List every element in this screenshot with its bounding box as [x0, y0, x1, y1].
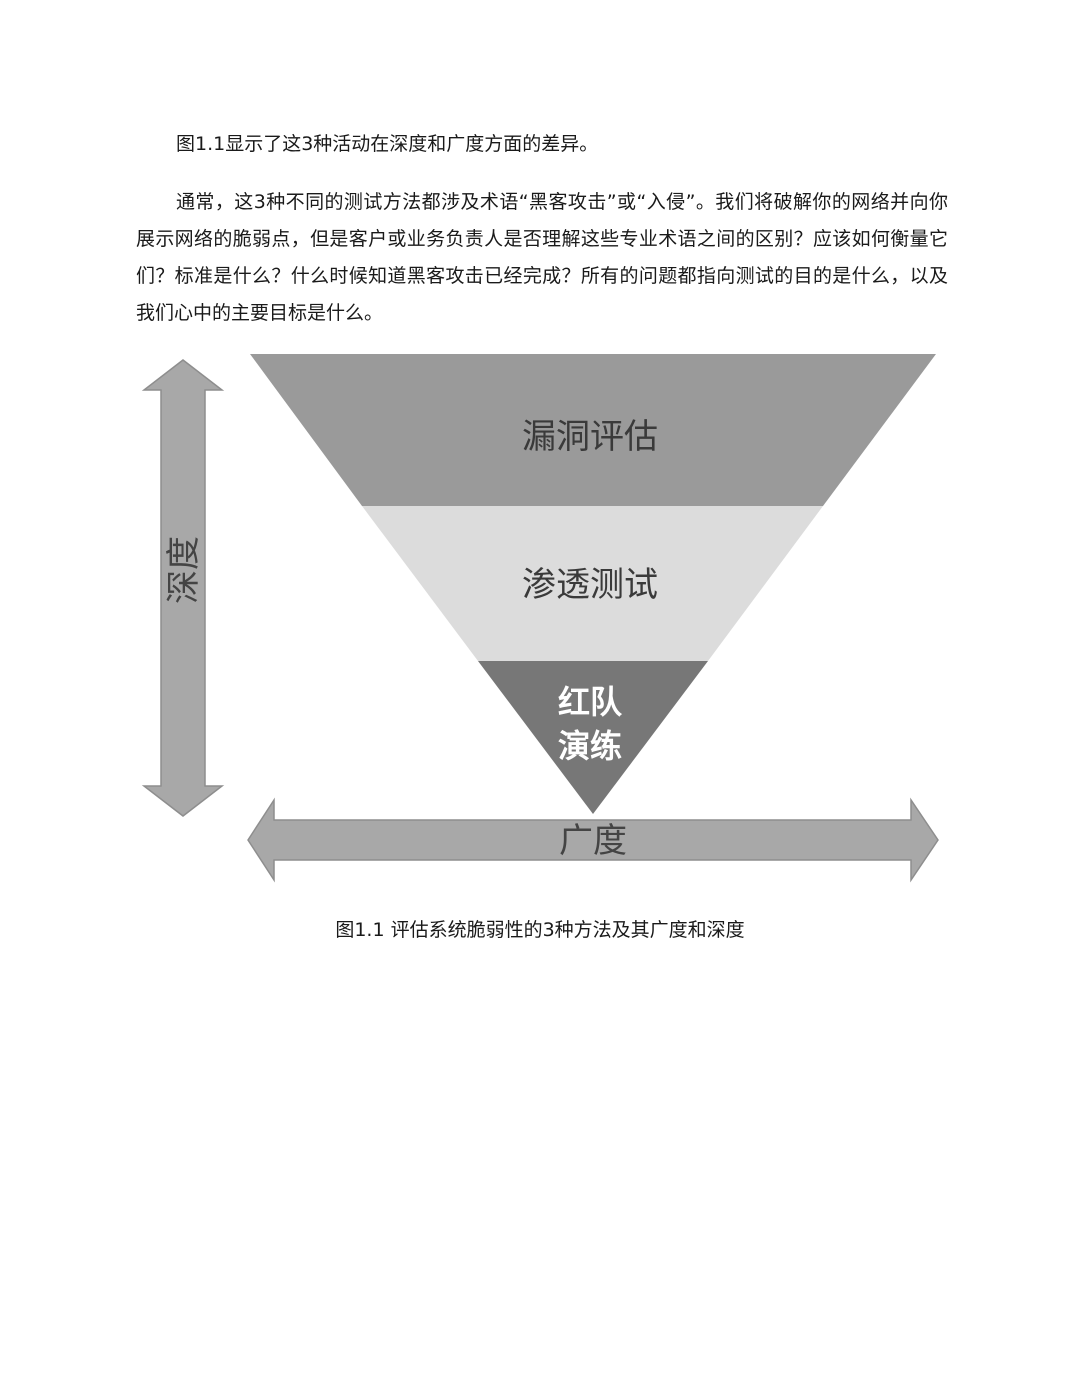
breadth-arrow [247, 797, 939, 883]
paragraph-body: 通常，这3种不同的测试方法都涉及术语“黑客攻击”或“入侵”。我们将破解你的网络并… [136, 191, 948, 324]
layer-penetration-testing [362, 506, 823, 661]
paragraph-intro: 图1.1显示了这3种活动在深度和广度方面的差异。 [176, 133, 599, 155]
figure-caption: 图1.1 评估系统脆弱性的3种方法及其广度和深度 [335, 919, 745, 941]
depth-label: 深度 [164, 536, 204, 604]
depth-arrow [141, 359, 225, 817]
breadth-label: 广度 [559, 821, 627, 861]
label-vulnerability-assessment: 漏洞评估 [522, 417, 658, 457]
layer-vulnerability-assessment [250, 354, 936, 506]
label-penetration-testing: 渗透测试 [522, 565, 658, 605]
label-red-team-line1: 红队 [558, 683, 623, 721]
label-red-team-line2: 演练 [558, 727, 622, 765]
layer-red-team [478, 661, 708, 814]
